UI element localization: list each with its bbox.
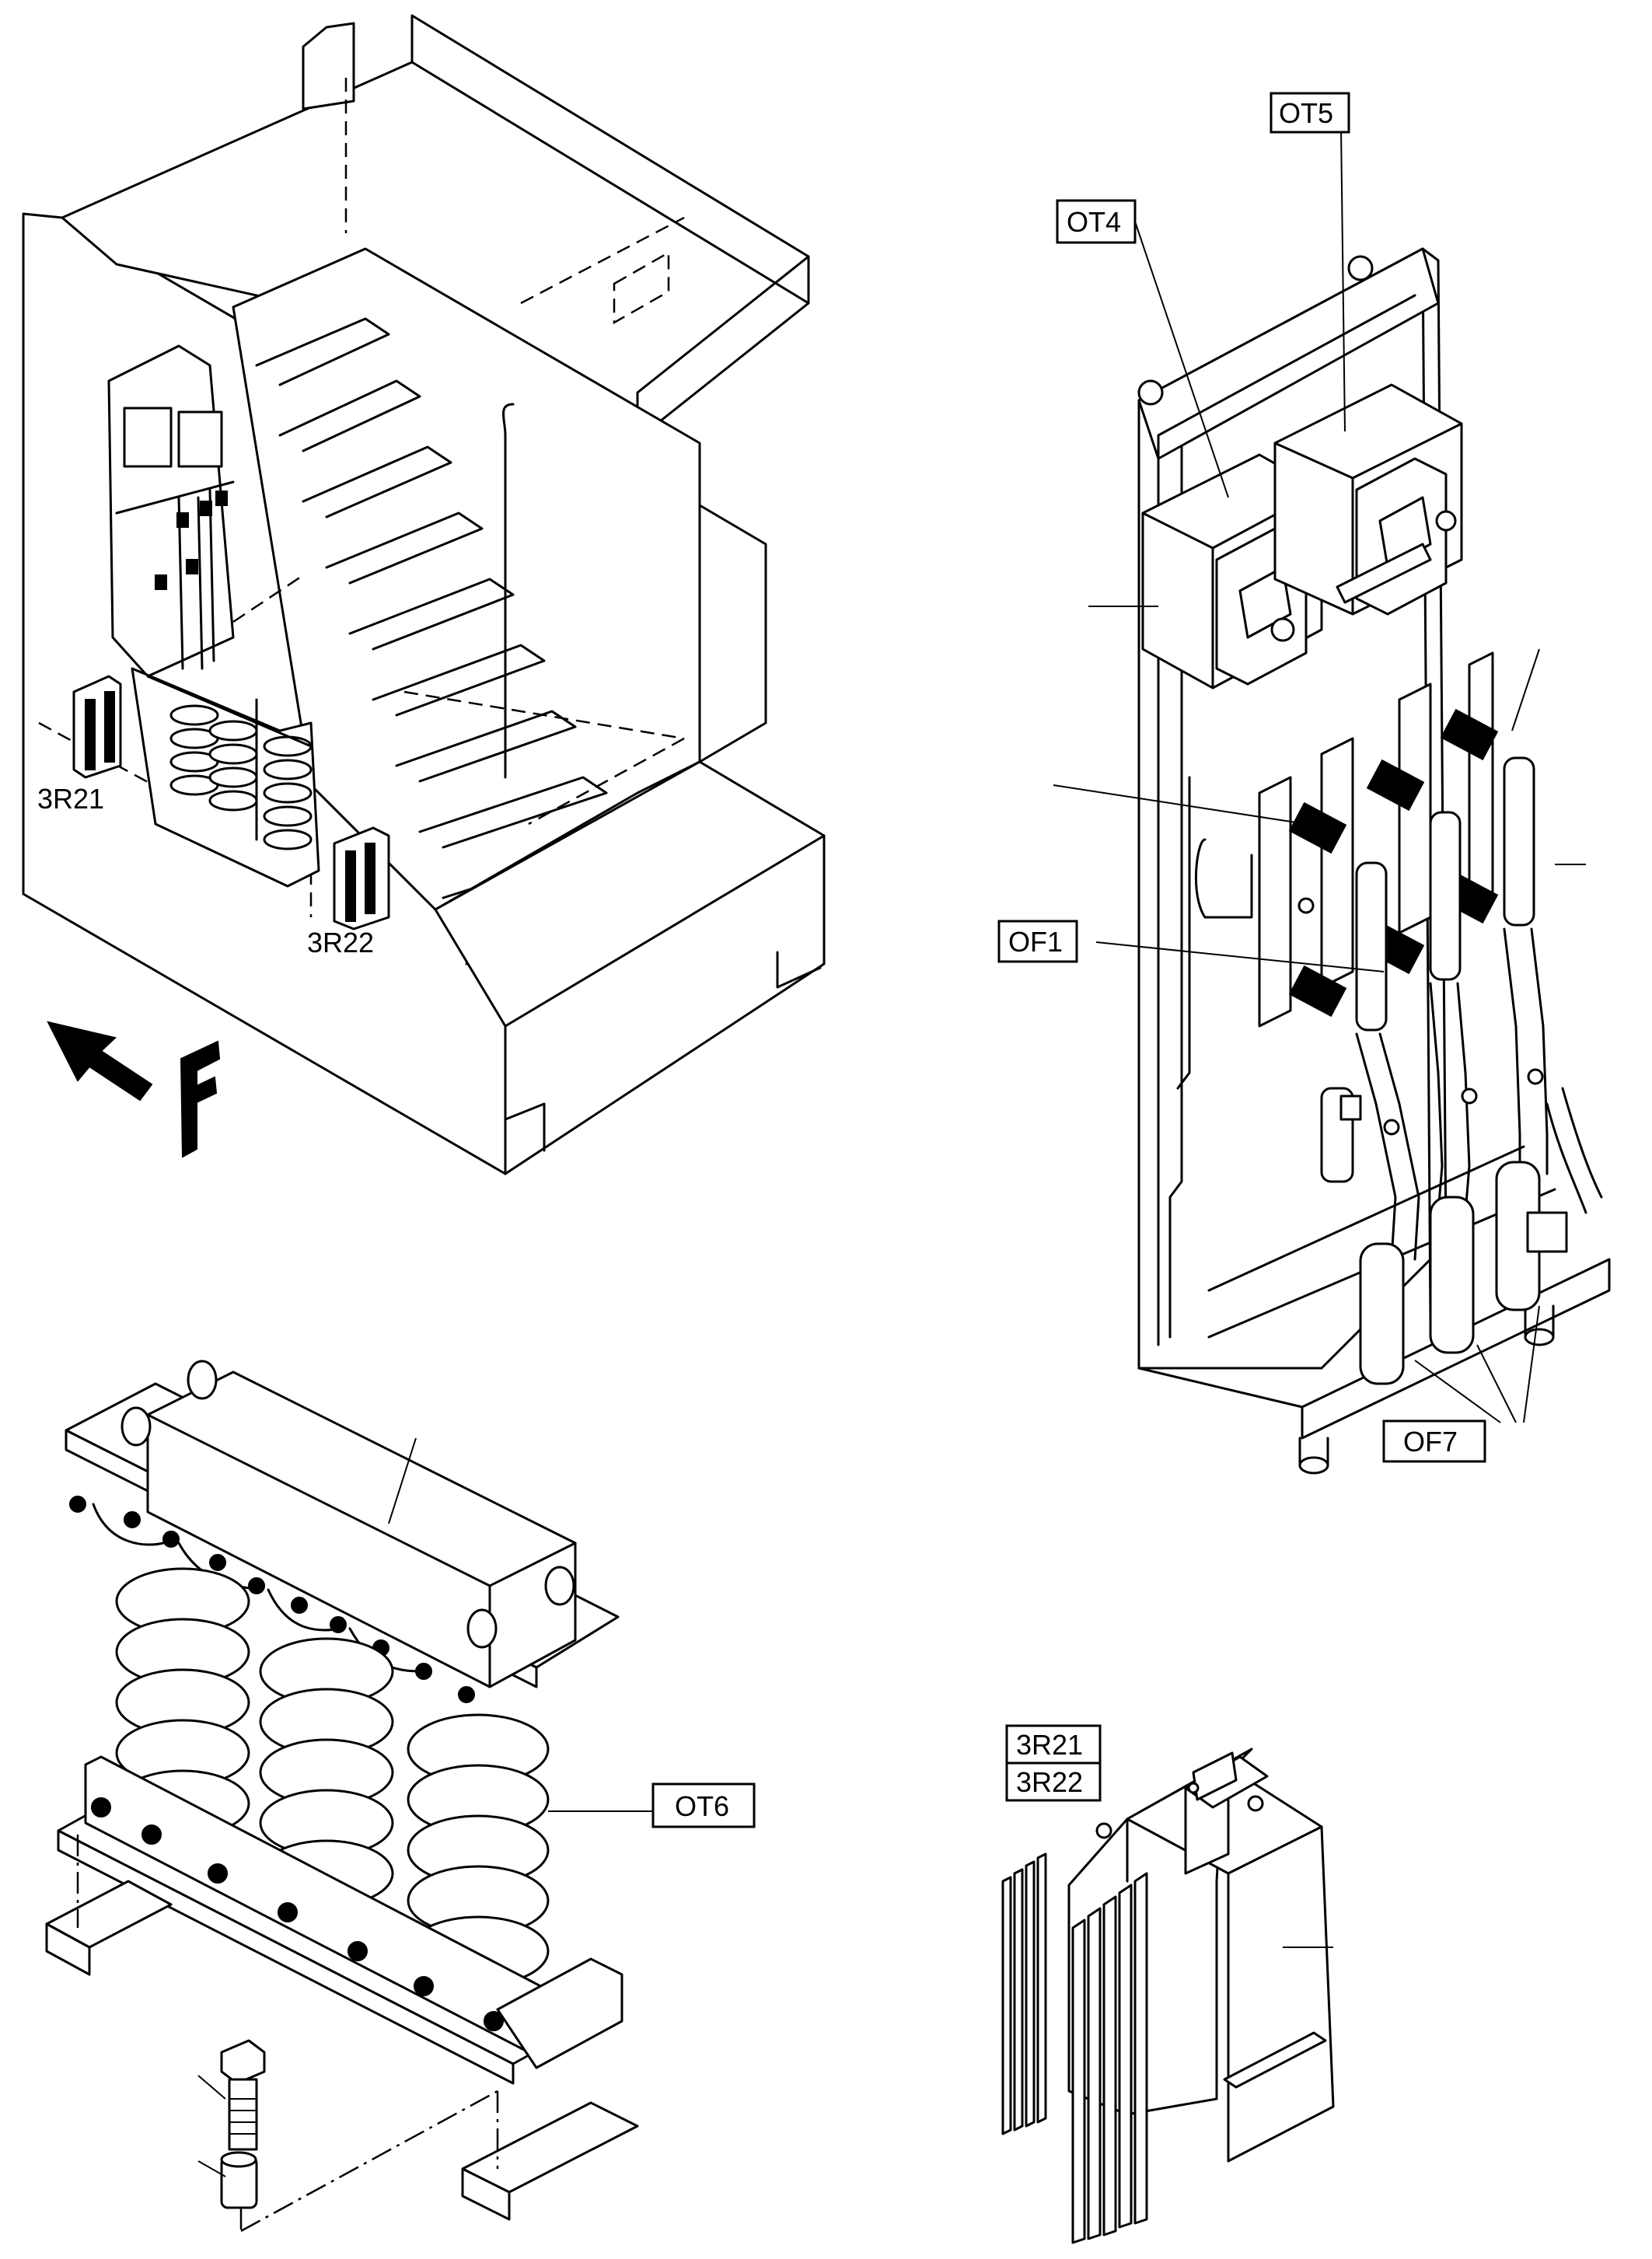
fuses-of1	[1355, 756, 1535, 1032]
resistor-3r21-location	[72, 675, 122, 779]
label-ot5: OT5	[1279, 97, 1333, 129]
terminal-bolts	[69, 1496, 475, 1703]
base-bolts	[91, 1797, 504, 2031]
resistor-3r21-3r22-detail: 3R21 3R22	[1001, 1724, 1335, 2244]
label-3r21-cabinet: 3R21	[37, 783, 104, 815]
transformer-ot5	[1273, 383, 1463, 616]
reactor-coils	[115, 1567, 550, 1987]
label-ot6: OT6	[675, 1790, 729, 1822]
label-3r22-detail: 3R22	[1016, 1766, 1083, 1798]
spacer-sleeve-icon	[220, 2151, 258, 2209]
label-of1: OF1	[1008, 926, 1063, 958]
reactor-ot6-assembly: OT6	[45, 1360, 756, 2233]
front-direction-marker	[180, 1040, 221, 1158]
cabinet-assembly: 3R21 3R22	[22, 14, 826, 1175]
heat-sink-fins	[1001, 1852, 1148, 2244]
converter-panel-assembly: OT4 OT5 OF1 OF7	[997, 92, 1611, 1475]
hex-bolt-icon	[220, 2039, 266, 2151]
label-3r21-detail: 3R21	[1016, 1729, 1083, 1761]
cabinet-interior-equipment	[107, 344, 320, 888]
label-of7: OF7	[1403, 1426, 1458, 1458]
resistor-3r22-location	[333, 826, 390, 930]
label-ot4: OT4	[1067, 206, 1121, 238]
lifting-eye-icon	[120, 1360, 575, 1649]
arrow-up-left-icon	[47, 1021, 153, 1102]
label-3r22-cabinet: 3R22	[307, 927, 374, 958]
